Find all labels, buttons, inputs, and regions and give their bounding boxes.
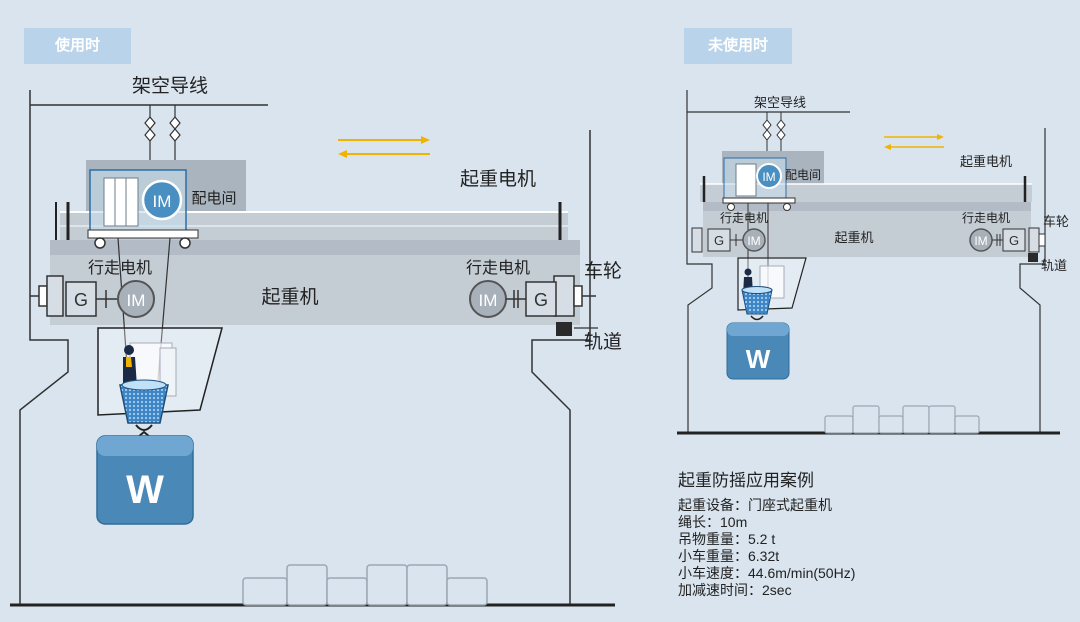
svg-text:轨道: 轨道	[1041, 258, 1067, 273]
case-line-equipment: 起重设备：门座式起重机	[678, 497, 832, 513]
hook-bucket	[119, 384, 169, 424]
generator-right	[525, 281, 557, 317]
right-panel: IM W G IM IM G 架空导线 配电间 起重电机 行走电机 行走电机 起…	[677, 90, 1069, 435]
svg-text:IM: IM	[974, 234, 987, 248]
left-panel: IM W G IM IM	[10, 75, 622, 607]
travel-motor-left-icon	[117, 280, 155, 318]
case-line-rope-length: 绳长：10m	[678, 514, 748, 530]
svg-text:架空导线: 架空导线	[754, 95, 806, 110]
svg-text:行走电机: 行走电机	[962, 211, 1010, 225]
load-label: W	[126, 468, 164, 512]
svg-text:G: G	[74, 290, 88, 310]
svg-text:起重机: 起重机	[834, 230, 873, 245]
insulator-icons	[144, 116, 181, 142]
stacked-blocks	[242, 564, 488, 606]
case-line-trolley-weight: 小车重量：6.32t	[678, 548, 780, 564]
not-in-use-tag: 未使用时	[684, 28, 792, 64]
svg-text:IM: IM	[762, 170, 775, 184]
svg-text:IM: IM	[747, 234, 760, 248]
operator-figure	[124, 345, 134, 355]
power-room-label: 配电间	[191, 190, 236, 207]
generator-left	[65, 281, 97, 317]
svg-text:配电间: 配电间	[785, 168, 821, 182]
in-use-tag: 使用时	[24, 28, 131, 64]
svg-text:G: G	[534, 290, 548, 310]
wheel-label: 车轮	[584, 260, 622, 282]
hoist-motor-icon	[141, 179, 183, 221]
case-study-title: 起重防摇应用案例	[678, 471, 814, 490]
svg-text:车轮: 车轮	[1043, 214, 1069, 229]
travel-motor-right-label: 行走电机	[466, 259, 530, 277]
stacked-blocks-right	[824, 405, 980, 434]
crane-label: 起重机	[261, 286, 318, 308]
right-building-wall	[531, 130, 591, 605]
hoist-motor-label: IM	[153, 192, 172, 211]
svg-text:起重电机: 起重电机	[960, 154, 1012, 169]
svg-text:IM: IM	[479, 291, 498, 310]
rail-label: 轨道	[584, 331, 622, 353]
svg-text:行走电机: 行走电机	[720, 211, 768, 225]
case-line-trolley-speed: 小车速度：44.6m/min(50Hz)	[678, 565, 856, 581]
case-line-accel-time: 加减速时间：2sec	[678, 582, 792, 598]
svg-text:G: G	[714, 233, 724, 248]
direction-arrows	[338, 136, 430, 158]
travel-motor-left-label: 行走电机	[88, 259, 152, 277]
svg-text:IM: IM	[127, 291, 146, 310]
case-line-load-weight: 吊物重量：5.2 t	[678, 531, 776, 547]
hoist-motor-text: 起重电机	[460, 168, 536, 190]
left-building-wall	[19, 90, 69, 605]
overhead-line-label: 架空导线	[132, 75, 208, 97]
case-study: 起重防摇应用案例 起重设备：门座式起重机 绳长：10m 吊物重量：5.2 t 小…	[678, 466, 855, 599]
svg-text:G: G	[1009, 233, 1019, 248]
direction-arrows-right	[884, 134, 944, 150]
load-label-right: W	[746, 344, 771, 374]
